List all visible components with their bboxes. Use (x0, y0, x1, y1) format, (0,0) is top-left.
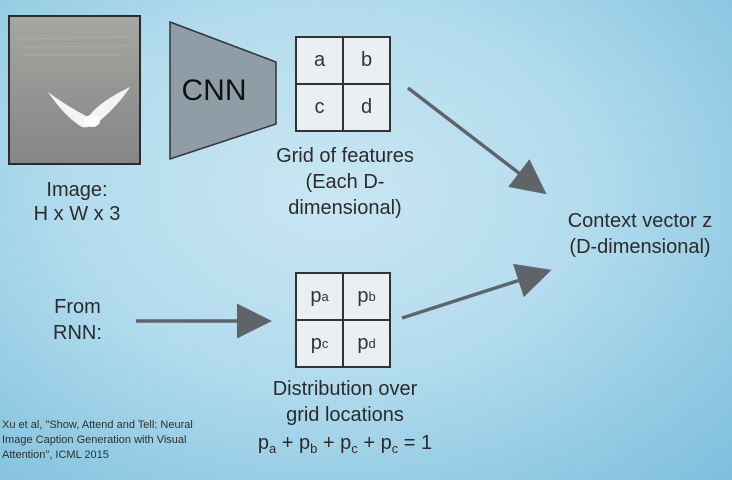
eq-plus1: + (281, 432, 294, 454)
dist-caption-line1: Distribution over (272, 378, 418, 400)
dist-cell-pd-base: p (357, 332, 369, 354)
arrow-distribution-to-context (401, 263, 552, 320)
dist-cell-pc-sub: c (321, 336, 329, 351)
dist-cell-pc-base: p (310, 332, 322, 354)
citation-line2: Image Caption Generation with Visual (2, 434, 187, 446)
eq-term4-sub: c (391, 441, 399, 456)
feature-caption-line1: Grid of features (276, 145, 414, 167)
eq-plus2: + (322, 432, 335, 454)
eq-term1-base: p (257, 432, 269, 454)
eq-plus3: + (363, 432, 376, 454)
eq-term4-base: p (380, 432, 392, 454)
eq-term2-sub: b (310, 441, 318, 456)
feature-caption-line3: dimensional) (288, 197, 402, 219)
context-vector-line1: Context vector z (567, 210, 713, 232)
feature-grid-caption: Grid of features (Each D- dimensional) (250, 143, 440, 221)
citation-line3: Attention", ICML 2015 (2, 449, 109, 461)
arrow-features-to-context (406, 86, 547, 195)
eq-term3-base: p (340, 432, 352, 454)
dist-caption-line2: grid locations (286, 404, 404, 426)
dist-cell-pa-sub: a (321, 289, 329, 304)
context-vector-label: Context vector z (D-dimensional) (550, 208, 730, 260)
dist-cell-pd-sub: d (368, 336, 376, 351)
cnn-block (169, 20, 277, 161)
eq-rhs: = 1 (403, 432, 433, 454)
image-label: Image: H x W x 3 (18, 178, 136, 226)
dist-cell-pb-sub: b (368, 289, 376, 304)
eq-term3-sub: c (351, 441, 358, 456)
dist-cell-pb-base: p (357, 285, 369, 307)
input-image (8, 15, 141, 165)
citation-line1: Xu et al, "Show, Attend and Tell: Neural (2, 419, 193, 431)
image-label-line2: H x W x 3 (33, 203, 121, 225)
cnn-label: CNN (181, 74, 247, 107)
feature-cell-d: d (343, 84, 390, 131)
feature-cell-c: c (296, 84, 343, 131)
eq-term1-sub: a (268, 441, 277, 456)
eq-term2-base: p (299, 432, 311, 454)
rnn-label-line1: From (54, 296, 101, 318)
context-vector-line2: (D-dimensional) (569, 236, 711, 258)
dist-cell-pa-base: p (310, 285, 322, 307)
rnn-label-line2: RNN: (53, 322, 102, 344)
seagull-photo-icon (14, 36, 131, 128)
distribution-caption: Distribution over grid locations (240, 376, 450, 428)
feature-cell-a: a (296, 37, 343, 84)
citation: Xu et al, "Show, Attend and Tell: Neural… (2, 418, 202, 463)
probability-equation: pa + pb + pc + pc = 1 (240, 430, 450, 462)
rnn-label: From RNN: (30, 294, 125, 346)
image-label-line1: Image: (46, 179, 108, 201)
feature-grid: a b c d (295, 36, 391, 132)
feature-cell-b: b (343, 37, 390, 84)
feature-caption-line2: (Each D- (305, 171, 385, 193)
